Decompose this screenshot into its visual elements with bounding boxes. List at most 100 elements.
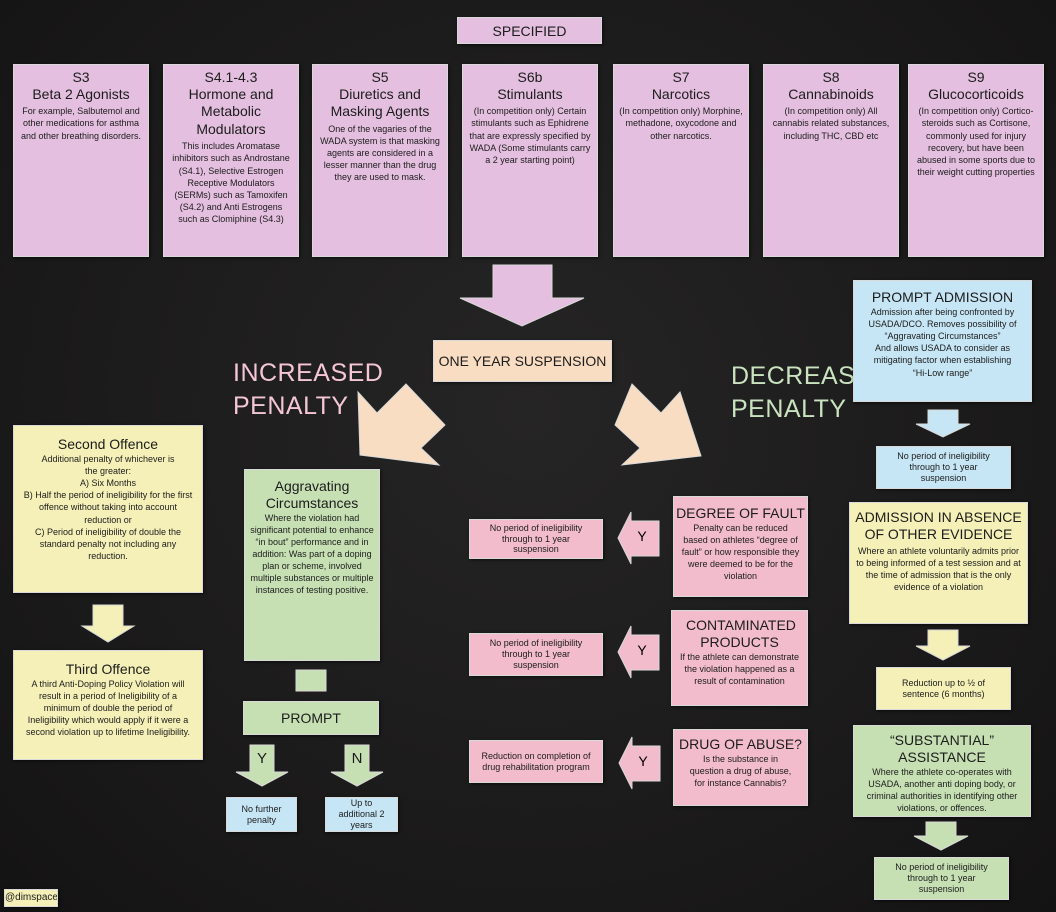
substance-card-s9: S9 Glucocorticoids (In competition only)… (908, 64, 1044, 257)
admission-absence-box: ADMISSION IN ABSENCE OF OTHER EVIDENCE W… (849, 502, 1028, 624)
arrow-absence-result (915, 629, 971, 661)
abuse-yes-label: Y (638, 753, 648, 769)
substance-desc: (In competition only) Cortico-steroids s… (916, 106, 1036, 177)
contaminated-yes-label: Y (637, 642, 647, 658)
no-result-text: Up to additional 2 years (338, 798, 385, 830)
increased-label-line2: PENALTY (233, 391, 349, 420)
decreased-label-line1: DECREASED (731, 362, 892, 390)
substance-card-s7: S7 Narcotics (In competition only) Morph… (613, 64, 749, 257)
admission-absence-result: Reduction up to ½ of sentence (6 months) (901, 677, 986, 699)
admission-absence-title: ADMISSION IN ABSENCE OF OTHER EVIDENCE (855, 509, 1022, 542)
specified-substances-title: SPECIFIED SUBSTANCES (457, 17, 602, 44)
contaminated-desc: If the athlete can demonstrate the viola… (679, 651, 800, 686)
degree-of-fault-desc: Penalty can be reduced based on athletes… (681, 522, 800, 582)
no-result-box: Up to additional 2 years (325, 797, 398, 832)
substance-code: S9 (967, 69, 985, 85)
substance-code: S5 (371, 69, 389, 85)
drug-of-abuse-title: DRUG OF ABUSE? (679, 736, 802, 752)
substance-desc: This includes Aromatase inhibitors such … (172, 141, 290, 225)
degree-of-fault-title: DEGREE OF FAULT (676, 505, 805, 521)
third-offence-title: Third Offence (65, 661, 151, 677)
diagonal-arrow-right (614, 383, 702, 466)
third-offence-box: Third Offence A third Anti-Doping Policy… (13, 650, 203, 760)
drug-of-abuse-desc: Is the substance in question a drug of a… (689, 753, 792, 789)
yes-result-text: No further penalty (241, 803, 282, 825)
substance-card-s3: S3 Beta 2 Agonists For example, Salbutem… (13, 64, 149, 257)
second-offence-box: Second Offence Additional penalty of whi… (13, 425, 203, 593)
substantial-assistance-box: “SUBSTANTIAL” ASSISTANCE Where the athle… (853, 725, 1031, 817)
one-year-suspension: ONE YEAR SUSPENSION (433, 340, 612, 382)
prompt-admission-box: PROMPT ADMISSION Admission after being c… (853, 280, 1032, 402)
arrow-no (330, 744, 384, 787)
substantial-assistance-result-box: No period of ineligibility through to 1 … (874, 857, 1009, 900)
substance-name: Beta 2 Agonists (32, 85, 130, 102)
arrow-yes (235, 744, 289, 787)
arrow-substantial-result (913, 821, 969, 851)
arrow-aggravating-prompt (295, 669, 327, 692)
substance-name: Narcotics (651, 85, 711, 102)
substance-card-s5: S5 Diuretics and Masking Agents One of t… (312, 64, 448, 257)
aggravating-circumstances-box: Aggravating Circumstances Where the viol… (244, 469, 380, 661)
arrow-second-third (80, 604, 136, 643)
credit-badge: @dimspace (4, 889, 58, 907)
prompt-admission-desc-1: Admission after being confronted by USAD… (868, 306, 1017, 342)
substance-code: S3 (72, 69, 90, 85)
drug-of-abuse-box: DRUG OF ABUSE? Is the substance in quest… (673, 729, 808, 806)
second-offence-desc-1: Additional penalty of whichever is the g… (41, 453, 175, 476)
substance-desc: One of the vagaries of the WADA system i… (320, 123, 440, 183)
arrow-fault-yes (617, 511, 660, 565)
substance-desc: (In competition only) Morphine, methadon… (619, 106, 743, 141)
diagonal-arrow-left (357, 383, 446, 466)
increased-penalty-label: INCREASED PENALTY (233, 357, 383, 422)
degree-of-fault-box: DEGREE OF FAULT Penalty can be reduced b… (673, 496, 808, 597)
decreased-penalty-label: DECREASED PENALTY (731, 360, 892, 425)
increased-label-line1: INCREASED (233, 359, 384, 387)
fault-result-box: No period of ineligibility through to 1 … (469, 519, 603, 559)
fault-result-text: No period of ineligibility through to 1 … (489, 522, 583, 555)
substance-name: Cannabinoids (788, 85, 874, 102)
abuse-result-text: Reduction on completion of drug rehabili… (481, 750, 591, 772)
abuse-result-box: Reduction on completion of drug rehabili… (469, 740, 603, 783)
substance-card-s6b: S6b Stimulants (In competition only) Cer… (462, 64, 598, 257)
substance-name: Diuretics and Masking Agents (330, 85, 430, 120)
second-offence-desc-2: A) Six Months (79, 478, 137, 489)
substance-desc: For example, Salbutemol and other medica… (20, 106, 142, 141)
prompt-admission-result-box: No period of ineligibility through to 1 … (876, 446, 1011, 489)
fault-yes-label: Y (637, 528, 647, 544)
substantial-assistance-title: “SUBSTANTIAL” ASSISTANCE (890, 732, 994, 765)
admission-absence-result-box: Reduction up to ½ of sentence (6 months) (876, 667, 1011, 710)
down-arrow (459, 264, 585, 327)
prompt-admission-title: PROMPT ADMISSION (871, 289, 1014, 305)
second-offence-title: Second Offence (57, 436, 159, 452)
arrow-prompt-result (915, 409, 971, 438)
contaminated-products-box: CONTAMINATED PRODUCTS If the athlete can… (671, 610, 808, 706)
prompt-yes-label: Y (256, 750, 267, 767)
second-offence-desc-3: B) Half the period of ineligibility for … (23, 490, 193, 525)
substance-code: S8 (822, 69, 840, 85)
substance-desc: (In competition only) Certain stimulants… (469, 106, 591, 165)
prompt-admission-desc-2: And allows USADA to consider as mitigati… (873, 343, 1012, 378)
substantial-assistance-desc: Where the athlete co-operates with USADA… (866, 766, 1018, 814)
substance-desc: (In competition only) All cannabis relat… (772, 106, 890, 141)
substance-code: S7 (672, 69, 690, 85)
second-offence-desc-4: C) Period of ineligibility of double the… (34, 526, 182, 561)
substance-name: Hormone and Metabolic Modulators (188, 85, 274, 137)
prompt-admission-question: PROMPT ADMISSION? (243, 701, 379, 735)
admission-absence-desc: Where an athlete voluntarily admits prio… (856, 545, 1021, 593)
substance-code: S4.1-4.3 (204, 69, 258, 85)
substantial-assistance-result: No period of ineligibility through to 1 … (895, 862, 988, 894)
decreased-label-line2: PENALTY (731, 394, 847, 423)
contaminated-result-box: No period of ineligibility through to 1 … (469, 633, 603, 676)
arrow-abuse-yes (618, 736, 661, 790)
aggravating-title: Aggravating Circumstances (265, 478, 359, 511)
substance-code: S6b (517, 69, 543, 85)
substance-card-s8: S8 Cannabinoids (In competition only) Al… (763, 64, 899, 257)
prompt-admission-result: No period of ineligibility through to 1 … (897, 451, 990, 483)
contaminated-result-text: No period of ineligibility through to 1 … (489, 638, 583, 670)
aggravating-desc: Where the violation had significant pote… (250, 512, 374, 596)
substance-name: Stimulants (497, 85, 563, 102)
substance-name: Glucocorticoids (928, 85, 1024, 102)
yes-result-box: No further penalty (226, 797, 297, 832)
contaminated-title: CONTAMINATED PRODUCTS (686, 617, 796, 650)
